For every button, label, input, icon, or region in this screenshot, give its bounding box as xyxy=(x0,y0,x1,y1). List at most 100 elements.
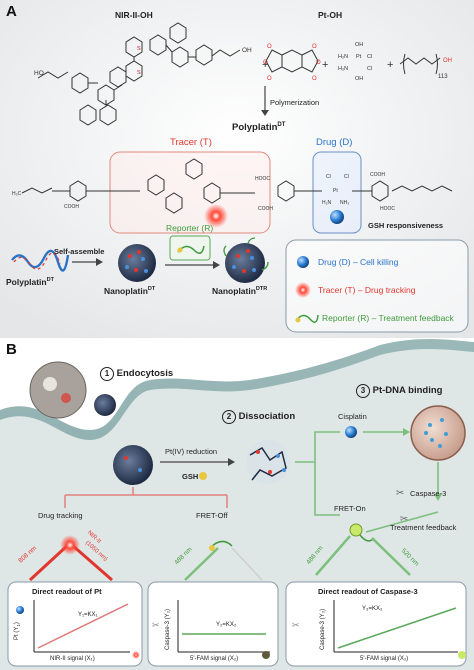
dim-beam xyxy=(231,547,263,581)
extracellular-nanoparticle xyxy=(61,393,71,403)
svg-text:O: O xyxy=(312,44,317,50)
nucleus xyxy=(410,405,466,461)
tracer-label: Tracer (T) xyxy=(170,137,212,148)
step1-text: Endocytosis xyxy=(116,368,174,379)
intracellular-nanoplatin xyxy=(138,468,142,472)
gsh-label: GSH xyxy=(182,472,199,481)
drug-ball xyxy=(330,210,344,224)
svg-text:Cl: Cl xyxy=(367,54,372,60)
polyplatin-dt-title: PolyplatinDT xyxy=(232,122,285,133)
plus-sign: + xyxy=(262,59,268,71)
box2-ylabel: Caspase-3 (Y₂) xyxy=(165,608,171,650)
svg-text:H₂N: H₂N xyxy=(322,200,332,206)
product-name: Polyplatin xyxy=(232,122,278,134)
pt-icon xyxy=(16,606,24,614)
drug-legend-icon xyxy=(297,256,309,268)
readout-box-fret-off xyxy=(147,581,279,667)
reporter-legend-icon xyxy=(295,317,301,323)
polyplatin-name: Polyplatin xyxy=(6,277,47,287)
svg-text:COOH: COOH xyxy=(370,172,385,178)
product-sup: DT xyxy=(277,122,286,128)
scissors-icon: ✂ xyxy=(152,620,160,630)
readout-box-pt xyxy=(7,581,143,667)
drug-box xyxy=(312,151,362,234)
drug-tracking-label: Drug tracking xyxy=(38,511,83,520)
svg-text:H₃C: H₃C xyxy=(12,191,22,197)
beam-808 xyxy=(28,543,70,582)
thiadiazole-s2: S xyxy=(137,70,141,76)
box1-ylabel-sub: 1 xyxy=(16,624,22,627)
nir-ii-oh-structure xyxy=(37,22,241,126)
polyplatin-label: PolyplatinDT xyxy=(6,277,54,287)
pt-reduction-label: Pt(IV) reduction xyxy=(165,447,218,456)
svg-text:COOH: COOH xyxy=(258,206,273,212)
svg-text:O: O xyxy=(312,76,317,82)
svg-text:COOH: COOH xyxy=(64,204,79,210)
box1-ylabel-end: ) xyxy=(14,622,20,625)
treatment-feedback-arrow xyxy=(365,511,439,533)
svg-text:H₂N: H₂N xyxy=(338,54,348,60)
oh-group: OH xyxy=(242,47,252,54)
oxygen-atoms: OOO OOO xyxy=(263,44,321,82)
beam-488-right xyxy=(315,535,351,576)
legend-reporter: Reporter (R) – Treatment feedback xyxy=(322,313,454,323)
intracellular-nanoplatin xyxy=(124,456,128,460)
reporter-label: Reporter (R) xyxy=(166,223,214,233)
backbone-labels: H₃C COOH HOOC COOH Cl Cl Pt H₂N NH₃ COOH… xyxy=(12,172,395,212)
svg-text:OH: OH xyxy=(355,76,363,82)
fret-on-label: FRET-On xyxy=(334,504,366,513)
svg-text:Cl: Cl xyxy=(344,174,349,180)
scissors-icon: ✂ xyxy=(292,620,300,630)
peg-structure xyxy=(399,53,441,75)
step2-number: 2 xyxy=(222,410,236,424)
box1-ylabel-text: Pt (Y xyxy=(14,626,20,640)
nano2-sup: DTR xyxy=(255,286,268,293)
box2-equation: Y₂=KX₂ xyxy=(216,622,237,628)
legend-drug: Drug (D) – Cell killing xyxy=(318,257,399,267)
plot1-line xyxy=(37,603,129,649)
svg-text:O: O xyxy=(267,76,272,82)
nanoplatin-dt-label: NanoplatinDT xyxy=(104,286,155,296)
scissors-icon: ✂ xyxy=(396,488,404,499)
peg-n: 113 xyxy=(438,74,448,80)
step1-number: 1 xyxy=(100,367,114,381)
box1-xlabel: NIR-II signal (X₁) xyxy=(50,656,95,662)
box3-equation: Y₃=KX₂ xyxy=(362,606,383,612)
fam-dark-icon xyxy=(262,651,270,659)
to-cisplatin-arrow xyxy=(295,431,340,463)
svg-text:Cl: Cl xyxy=(367,66,372,72)
reporter-arrowhead xyxy=(213,261,220,269)
tracer-glow-b xyxy=(60,535,80,555)
svg-text:Pt: Pt xyxy=(333,188,338,194)
polyplatin-chain xyxy=(11,249,70,272)
self-assemble-label: Self-assemble xyxy=(54,247,105,256)
step3-text: Pt-DNA binding xyxy=(372,385,443,396)
to-dna-arrowhead xyxy=(403,428,410,436)
legend-box xyxy=(285,239,469,333)
gsh-icon xyxy=(199,472,207,480)
extracellular-nanoparticle xyxy=(29,361,87,419)
reporter-legend-icon xyxy=(295,314,319,323)
tracer-box xyxy=(109,151,271,234)
legend-tracer: Tracer (T) – Drug tracking xyxy=(318,285,416,295)
svg-text:Cl: Cl xyxy=(326,174,331,180)
caspase-label: Caspase-3 xyxy=(410,489,447,498)
svg-text:OH: OH xyxy=(355,42,363,48)
plus-sign: + xyxy=(322,59,328,71)
box3-xlabel: 5'-FAM signal (X₂) xyxy=(360,656,409,662)
plot3-line xyxy=(337,607,457,649)
step3-label: 3 Pt-DNA binding xyxy=(356,384,442,398)
fret-on-probe xyxy=(349,523,363,537)
svg-text:O: O xyxy=(263,60,268,66)
reporter-box xyxy=(169,235,211,261)
pt-oh-label: Pt-OH xyxy=(318,10,343,20)
beam-nir-ii xyxy=(71,543,113,582)
fret-off-probe xyxy=(209,545,215,551)
caspase-arrowhead xyxy=(434,494,442,501)
step3-number: 3 xyxy=(356,384,370,398)
box2-xlabel: 5'-FAM signal (X₂) xyxy=(190,656,239,662)
pt-oh-structure: OH H₂N Pt Cl H₂N Cl OH xyxy=(338,42,372,82)
peg-oh: OH xyxy=(443,58,452,64)
